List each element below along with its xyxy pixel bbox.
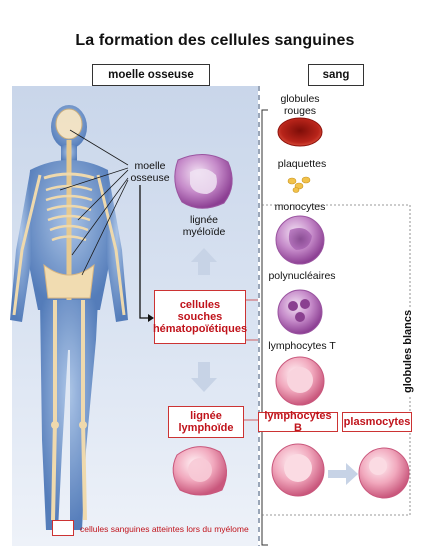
lymphoid-cell-icon xyxy=(172,446,227,496)
platelets-icon xyxy=(287,176,311,193)
rbc-label-line2: rouges xyxy=(283,105,317,117)
white-cells-label: globules blancs xyxy=(402,306,414,396)
monocyte-icon xyxy=(275,215,325,265)
stem-label-line3: hématopoïétiques xyxy=(152,323,248,335)
legend-text: cellules sanguines atteintes lors du myé… xyxy=(80,524,249,534)
header-marrow: moelle osseuse xyxy=(92,64,210,86)
polynuclear-label: polynucléaires xyxy=(268,270,336,282)
panel-divider xyxy=(258,86,260,546)
lymphoid-lineage-box: lignée lymphoïde xyxy=(168,406,244,438)
red-blood-cell-icon xyxy=(277,117,323,147)
human-body-figure xyxy=(10,105,129,530)
stem-cells-box: cellules souches hématopoïétiques xyxy=(152,290,248,344)
polynuclear-icon xyxy=(277,289,323,335)
t-lymphocyte-icon xyxy=(275,356,325,406)
myeloid-label-line2: myéloïde xyxy=(182,226,226,238)
rbc-label-line1: globules xyxy=(280,93,320,105)
lymphoid-label-line2: lymphoïde xyxy=(178,422,234,434)
myeloid-cell-icon xyxy=(174,154,233,209)
arrow-down-icon xyxy=(191,362,217,392)
arrow-up-icon xyxy=(191,248,217,275)
marrow-label: moelle osseuse xyxy=(124,160,176,184)
t-lymphocytes-label: lymphocytes T xyxy=(268,340,336,352)
arrow-right-icon xyxy=(328,463,358,485)
myeloid-label-line1: lignée xyxy=(189,214,219,226)
b-lymphocyte-icon xyxy=(271,443,325,497)
monocytes-label: monocytes xyxy=(274,201,326,213)
marrow-label-line2: osseuse xyxy=(130,172,170,184)
rbc-label: globules rouges xyxy=(270,93,330,117)
page-title: La formation des cellules sanguines xyxy=(75,32,355,49)
marrow-label-line1: moelle xyxy=(134,160,166,172)
stem-label-line2: souches xyxy=(177,311,223,323)
plasmocytes-box: plasmocytes xyxy=(342,412,412,432)
b-lymphocytes-box: lymphocytes B xyxy=(258,410,338,434)
myeloid-lineage-label: lignée myéloïde xyxy=(170,214,238,238)
plasmocyte-icon xyxy=(358,447,410,499)
legend-swatch xyxy=(52,520,74,536)
stem-label-line1: cellules xyxy=(179,299,221,311)
platelets-label: plaquettes xyxy=(277,158,327,170)
header-blood: sang xyxy=(308,64,364,86)
lymphoid-label-line1: lignée xyxy=(190,410,222,422)
